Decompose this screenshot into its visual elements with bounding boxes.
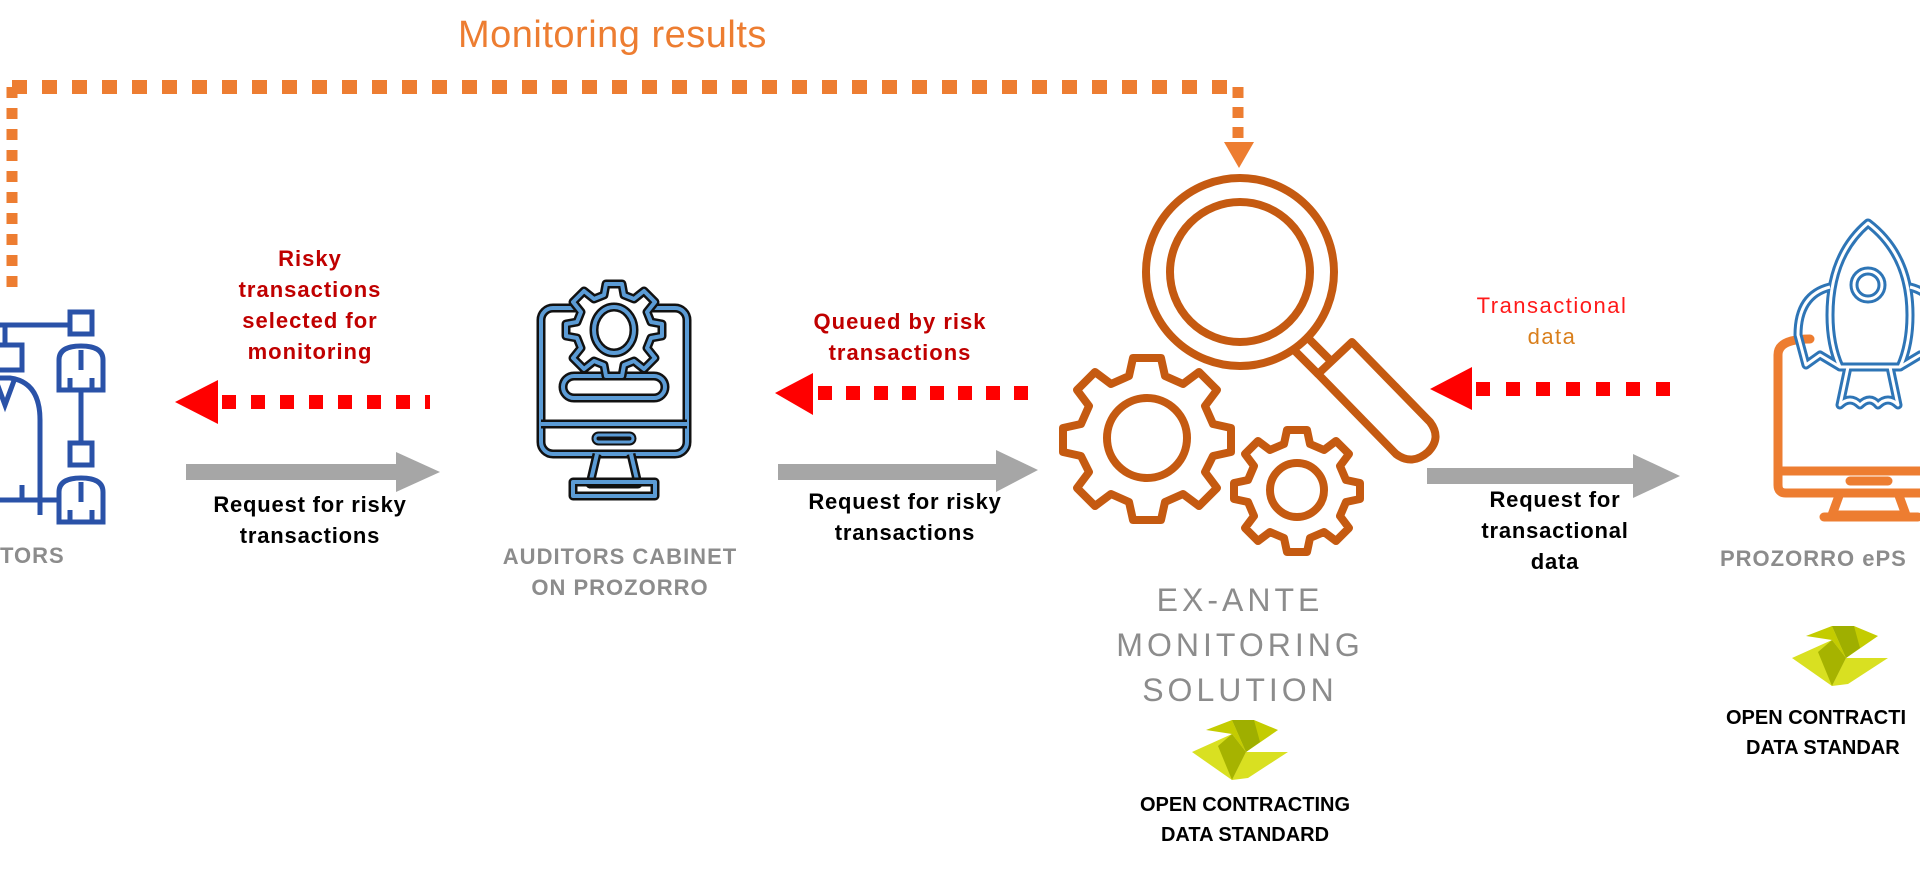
risky-selected-label: Risky transactions selected for monitori… xyxy=(200,243,420,367)
ex-ante-line2: MONITORING xyxy=(1116,627,1364,663)
ocds-center-line2: DATA STANDARD xyxy=(1160,824,1330,846)
request-risky-label-2: Request for risky transactions xyxy=(770,486,1040,548)
request-risky-arrow-1 xyxy=(186,452,440,492)
ocds-logo-icon xyxy=(1192,720,1288,780)
transactional-data-arrow xyxy=(1430,367,1684,410)
request-transactional-line1: Request for xyxy=(1489,487,1621,512)
risky-selected-line2: transactions xyxy=(238,277,382,302)
request-risky-1-line1: Request for risky xyxy=(213,492,407,517)
magnifier-gears-icon xyxy=(1059,174,1440,556)
request-transactional-line3: data xyxy=(1530,549,1580,574)
auditors-cabinet-label: AUDITORS CABINET ON PROZORRO xyxy=(470,541,770,603)
ex-ante-line1: EX-ANTE xyxy=(1156,582,1324,618)
queued-by-risk-label: Queued by risk transactions xyxy=(770,306,1030,368)
ocds-logo-right-icon xyxy=(1792,626,1888,686)
auditors-cabinet-line2: ON PROZORRO xyxy=(531,575,709,600)
ocds-right-line1: OPEN CONTRACTI xyxy=(1726,707,1906,729)
auditors-node-label: TORS xyxy=(0,543,65,568)
risky-selected-line3: selected for xyxy=(242,308,378,333)
monitor-gear-icon xyxy=(536,279,692,501)
queued-line1: Queued by risk xyxy=(813,309,987,334)
ocds-center-label: OPEN CONTRACTING DATA STANDARD xyxy=(1110,790,1380,850)
risky-selected-line1: Risky xyxy=(278,246,342,271)
ex-ante-line3: SOLUTION xyxy=(1142,672,1338,708)
monitoring-results-arrow xyxy=(6,80,1254,296)
request-transactional-line2: transactional xyxy=(1481,518,1629,543)
request-transactional-label: Request for transactional data xyxy=(1440,484,1670,577)
rocket-monitor-icon xyxy=(1773,218,1920,522)
ex-ante-label: EX-ANTE MONITORING SOLUTION xyxy=(1040,578,1440,713)
transactional-data-line2: data xyxy=(1527,324,1577,349)
request-risky-arrow-2 xyxy=(778,450,1038,492)
request-risky-1-line2: transactions xyxy=(239,523,381,548)
request-risky-2-line1: Request for risky xyxy=(808,489,1002,514)
ocds-center-line1: OPEN CONTRACTING xyxy=(1140,794,1350,816)
request-transactional-arrow xyxy=(1427,454,1680,498)
prozorro-eps-label: PROZORRO ePS xyxy=(1720,546,1907,571)
queued-by-risk-arrow xyxy=(775,373,1028,415)
ocds-right-line2: DATA STANDAR xyxy=(1746,737,1900,759)
people-hierarchy-icon xyxy=(0,309,106,525)
auditors-cabinet-line1: AUDITORS CABINET xyxy=(502,544,738,569)
transactional-data-label: Transactional data xyxy=(1440,290,1664,352)
request-risky-2-line2: transactions xyxy=(834,520,976,545)
transactional-data-line1: Transactional xyxy=(1476,293,1628,318)
queued-line2: transactions xyxy=(828,340,972,365)
request-risky-label-1: Request for risky transactions xyxy=(180,489,440,551)
ocds-right-label: OPEN CONTRACTI DATA STANDAR xyxy=(1726,703,1906,763)
risky-selected-arrow xyxy=(175,380,430,424)
risky-selected-line4: monitoring xyxy=(247,339,373,364)
monitoring-results-label: Monitoring results xyxy=(458,14,767,56)
